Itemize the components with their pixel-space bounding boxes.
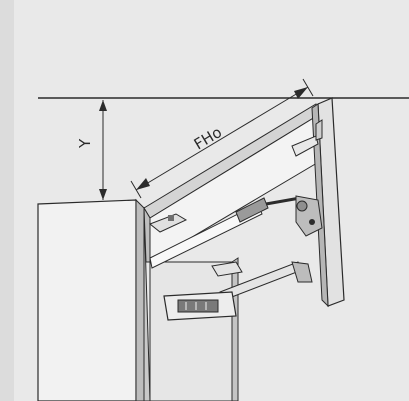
flap-hinge [295, 195, 323, 237]
actuator-housing [163, 291, 237, 321]
y-label: Y [76, 138, 94, 149]
y-dimension [99, 100, 107, 200]
cabinet-front-panel [37, 198, 145, 401]
fho-label: FHo [191, 123, 225, 153]
cabinet-bracket [149, 213, 188, 233]
front-flap [311, 97, 345, 308]
fho-dimension [130, 78, 314, 199]
top-bracket [291, 119, 323, 157]
open-flap [143, 103, 323, 263]
lift-arm [149, 196, 301, 269]
inner-panel [149, 257, 239, 401]
left-strip [0, 0, 14, 401]
